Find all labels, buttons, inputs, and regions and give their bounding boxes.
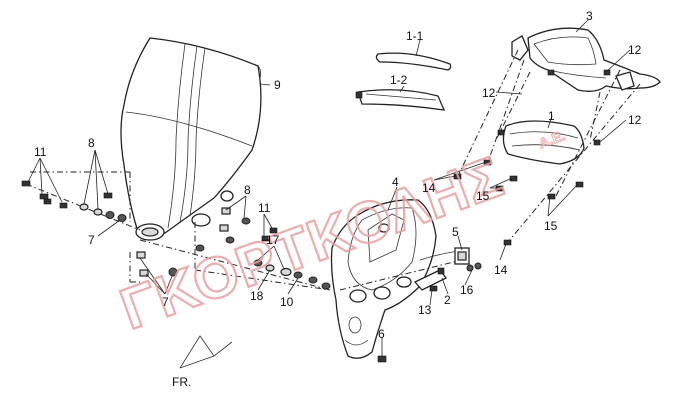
label-15-top: 15 bbox=[476, 189, 490, 203]
label-9: 9 bbox=[274, 78, 281, 92]
label-7-bottom: 7 bbox=[162, 295, 169, 309]
label-14-bottom: 14 bbox=[494, 263, 508, 277]
label-3: 3 bbox=[586, 9, 593, 23]
label-8-right: 8 bbox=[244, 183, 251, 197]
windshield bbox=[120, 37, 262, 241]
label-18: 18 bbox=[250, 289, 264, 303]
label-front: FR. bbox=[172, 375, 191, 389]
label-1-2: 1-2 bbox=[390, 73, 408, 87]
instrument-cluster bbox=[497, 120, 601, 165]
label-16: 16 bbox=[460, 283, 474, 297]
label-10: 10 bbox=[280, 295, 294, 309]
leader-lines bbox=[27, 19, 631, 356]
label-12-mid: 12 bbox=[482, 86, 496, 100]
label-5: 5 bbox=[452, 225, 459, 239]
label-4: 4 bbox=[392, 175, 399, 189]
part-labels: 11 8 7 7 9 8 11 17 18 10 1-1 1-2 4 5 2 1… bbox=[34, 9, 642, 389]
label-13: 13 bbox=[418, 303, 432, 317]
label-6: 6 bbox=[378, 327, 385, 341]
label-12-top: 12 bbox=[628, 43, 642, 57]
gauge-housing bbox=[355, 89, 446, 111]
upper-cover bbox=[511, 27, 661, 92]
gauge-lens bbox=[375, 52, 452, 71]
mounting-bracket bbox=[339, 247, 482, 363]
front-direction-indicator bbox=[179, 335, 233, 369]
label-8-left: 8 bbox=[88, 136, 95, 150]
label-2: 2 bbox=[444, 293, 451, 307]
label-7-left: 7 bbox=[88, 233, 95, 247]
label-11-right: 11 bbox=[258, 201, 271, 215]
windshield-fasteners-left bbox=[21, 171, 331, 291]
label-1: 1 bbox=[548, 109, 555, 123]
label-11-left: 11 bbox=[34, 145, 47, 159]
assembly-lines-right bbox=[453, 49, 641, 246]
label-12-right: 12 bbox=[628, 113, 642, 127]
label-14-top: 14 bbox=[422, 181, 436, 195]
label-17: 17 bbox=[266, 233, 280, 247]
label-1-1: 1-1 bbox=[406, 29, 424, 43]
label-15-bottom: 15 bbox=[544, 219, 558, 233]
